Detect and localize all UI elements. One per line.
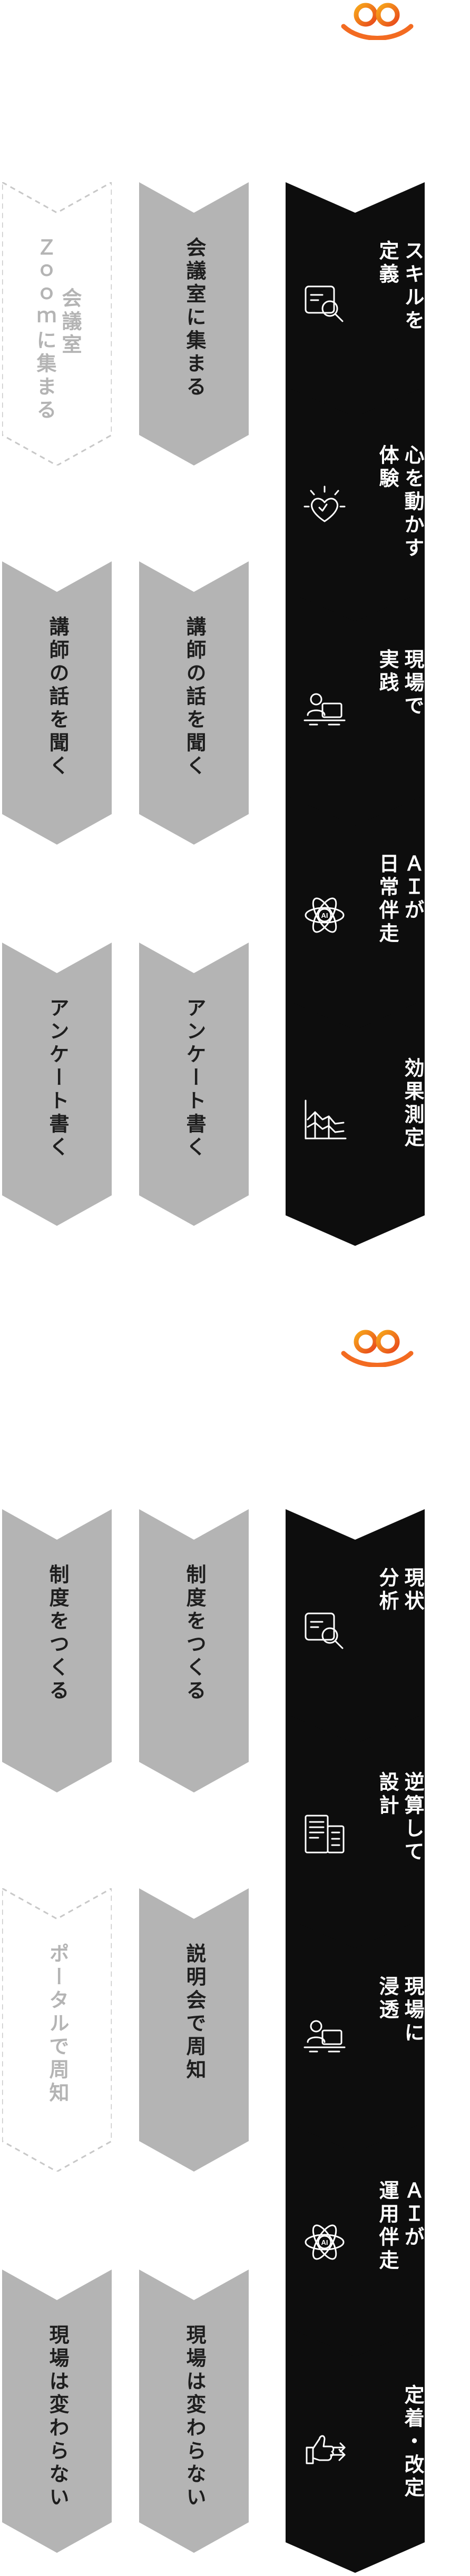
- alt-way-label: ポータルで周知: [2, 1888, 112, 2172]
- svg-text:AI: AI: [321, 911, 328, 919]
- old-way-chevron: 説明会で周知: [139, 1888, 249, 2172]
- ai-atom-icon: AI: [301, 2219, 348, 2265]
- step-chevron-2: 逆算して設計: [286, 1713, 425, 1960]
- old-way-text: 現場は変わらない: [183, 2324, 205, 2510]
- search-doc-icon: [301, 1606, 348, 1652]
- step-label-line: 体験: [376, 444, 398, 491]
- step-label: ＡＩが運用伴走: [351, 2122, 425, 2369]
- old-way-text: 会議室に集まる: [183, 237, 205, 399]
- step-label: 心を動かす体験: [351, 387, 425, 633]
- old-way-label: 講師の話を聞く: [139, 561, 249, 845]
- step-chevron-5: 定着・改定: [286, 2326, 425, 2573]
- step-chevron-3: 現場で実践: [286, 591, 425, 837]
- step-chevron-1: 現状分析: [286, 1509, 425, 1756]
- step-label-line: 日常伴走: [376, 853, 398, 946]
- building-doc-icon: [301, 1810, 348, 1857]
- alt-way-chevron: アンケート書く: [2, 943, 112, 1226]
- alt-way-label: 現場は変わらない: [2, 2270, 112, 2553]
- old-way-chevron: 現場は変わらない: [139, 2270, 249, 2553]
- step-label-line: 現場で: [401, 649, 423, 718]
- step-chevron-4: AI ＡＩが日常伴走: [286, 795, 425, 1042]
- step-label-line: ＡＩが: [401, 853, 423, 923]
- step-label-line: 浸透: [376, 1976, 398, 2022]
- step-label-line: ＡＩが: [401, 2180, 423, 2250]
- alt-way-chevron: ポータルで周知: [2, 1888, 112, 2172]
- old-way-chevron: 会議室に集まる: [139, 182, 249, 465]
- alt-way-text: 現場は変わらない: [46, 2324, 68, 2510]
- alt-way-chevron: 講師の話を聞く: [2, 561, 112, 845]
- step-label-line: 分析: [376, 1567, 398, 1613]
- step-label-line: 心を動かす: [401, 444, 423, 560]
- step-label-line: 定着・改定: [401, 2384, 423, 2500]
- step-label: 現状分析: [351, 1509, 425, 1756]
- old-way-text: 講師の話を聞く: [183, 616, 205, 778]
- alt-way-chevron: 制度をつくる: [2, 1509, 112, 1792]
- search-doc-icon: [301, 279, 348, 325]
- step-label: ＡＩが日常伴走: [351, 795, 425, 1042]
- alt-way-label: 講師の話を聞く: [2, 561, 112, 845]
- step-label: 現場に浸透: [351, 1918, 425, 2164]
- old-way-chevron: 講師の話を聞く: [139, 561, 249, 845]
- step-chevron-5: 効果測定: [286, 999, 425, 1246]
- alt-way-chevron: 現場は変わらない: [2, 2270, 112, 2553]
- old-way-chevron: アンケート書く: [139, 943, 249, 1226]
- alt-way-text: 制度をつくる: [46, 1564, 68, 1703]
- chart-icon: [301, 1096, 348, 1143]
- step-chevron-1: スキルを定義: [286, 182, 425, 429]
- old-way-label: 制度をつくる: [139, 1509, 249, 1792]
- step-label-line: 逆算して: [401, 1771, 423, 1864]
- step-label: 逆算して設計: [351, 1713, 425, 1960]
- old-way-label: 会議室に集まる: [139, 182, 249, 465]
- step-label: スキルを定義: [351, 182, 425, 429]
- step-label-line: 実践: [376, 649, 398, 695]
- alt-way-label: アンケート書く: [2, 943, 112, 1226]
- alt-way-label: 制度をつくる: [2, 1509, 112, 1792]
- knot-logo: [339, 0, 415, 41]
- step-label: 現場で実践: [351, 591, 425, 837]
- heart-spark-icon: [301, 483, 348, 530]
- alt-way-text: 講師の話を聞く: [46, 616, 68, 778]
- knot-logo: [339, 1327, 415, 1368]
- step-label: 効果測定: [351, 999, 425, 1246]
- step-label-line: 効果測定: [401, 1057, 423, 1150]
- thumb-arrow-icon: [301, 2423, 348, 2470]
- old-way-text: アンケート書く: [183, 997, 205, 1160]
- step-label-line: 現状: [401, 1567, 423, 1613]
- step-label-line: 設計: [376, 1771, 398, 1818]
- step-label-line: 現場に: [401, 1976, 423, 2045]
- alt-way-text: アンケート書く: [46, 997, 68, 1160]
- old-way-text: 制度をつくる: [183, 1564, 205, 1703]
- step-label-line: 運用伴走: [376, 2180, 398, 2273]
- alt-way-text: ポータルで周知: [46, 1943, 68, 2105]
- step-label-line: 定義: [376, 240, 398, 286]
- old-way-label: 現場は変わらない: [139, 2270, 249, 2553]
- step-chevron-4: AI ＡＩが運用伴走: [286, 2122, 425, 2369]
- step-chevron-3: 現場に浸透: [286, 1918, 425, 2164]
- person-desk-icon: [301, 2015, 348, 2061]
- old-way-label: 説明会で周知: [139, 1888, 249, 2172]
- svg-text:AI: AI: [321, 2238, 328, 2246]
- old-way-chevron: 制度をつくる: [139, 1509, 249, 1792]
- old-way-label: アンケート書く: [139, 943, 249, 1226]
- step-label: 定着・改定: [351, 2326, 425, 2573]
- ai-atom-icon: AI: [301, 892, 348, 938]
- alt-way-text: Ｚｏｏｍに集まる: [33, 237, 55, 422]
- step-chevron-2: 心を動かす体験: [286, 387, 425, 633]
- step-label-line: スキルを: [401, 240, 423, 333]
- old-way-text: 説明会で周知: [183, 1943, 205, 2082]
- person-desk-icon: [301, 688, 348, 734]
- alt-way-text-2: 会議室: [58, 288, 81, 357]
